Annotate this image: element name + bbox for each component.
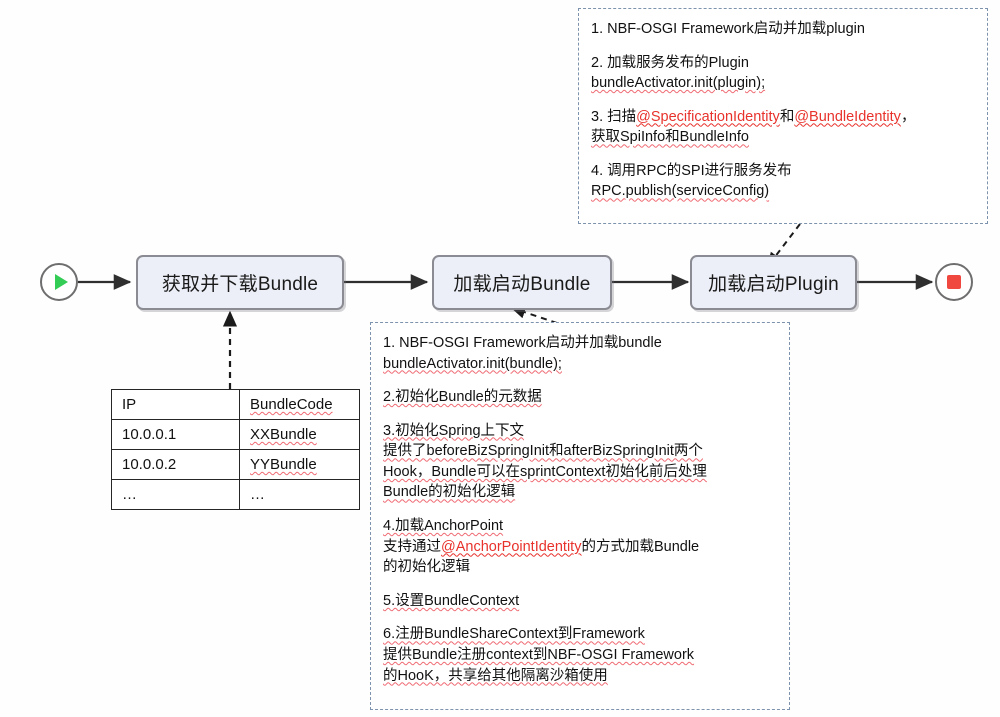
table-header-bundlecode: BundleCode: [239, 389, 360, 420]
bundle-item-6: 6.注册BundleShareContext到Framework 提供Bundle…: [383, 624, 777, 686]
bundle-item-3: 3.初始化Spring上下文提供了beforeBizSpringInit和aft…: [383, 421, 777, 503]
bundle-item-5: 5.设置BundleContext: [383, 591, 777, 612]
play-icon: [54, 274, 68, 290]
bundle-item-4-pre: 支持通过: [383, 538, 441, 555]
end-node: [935, 263, 973, 301]
annotation-anchor-point-identity: @AnchorPointIdentity: [441, 538, 582, 555]
process-label: 加载启动Plugin: [708, 274, 839, 295]
process-label: 加载启动Bundle: [453, 274, 591, 295]
bundle-item-4-post: 的方式加载Bundle: [581, 538, 700, 555]
bundle-item-6-rest: 提供Bundle注册context到NBF-OSGI Framework 的Ho…: [383, 646, 695, 684]
callout-item-3: 3. 扫描@SpecificationIdentity和@BundleIdent…: [591, 107, 975, 148]
bundle-item-3-lead: 3.初始化Spring上下文: [383, 422, 525, 439]
process-box-load-start-plugin[interactable]: 加载启动Plugin: [690, 255, 857, 310]
annotation-bundle-identity: @BundleIdentity: [794, 108, 901, 125]
bundle-table: IP BundleCode 10.0.0.1 XXBundle 10.0.0.2…: [111, 389, 360, 510]
table-row: … …: [111, 479, 360, 510]
table-cell-bundlecode: …: [239, 479, 360, 510]
stop-icon: [947, 275, 961, 289]
table-row: 10.0.0.1 XXBundle: [111, 419, 360, 450]
table-header-row: IP BundleCode: [111, 389, 360, 420]
callout-bundle-steps: 1. NBF-OSGI Framework启动并加载bundle bundleAc…: [370, 322, 790, 710]
bundle-item-3-rest: 提供了beforeBizSpringInit和afterBizSpringIni…: [383, 443, 707, 501]
callout-item-4: 4. 调用RPC的SPI进行服务发布 RPC.publish(serviceCon…: [591, 161, 975, 202]
start-node: [40, 263, 78, 301]
bundle-item-2-lead: 2.初始化Bundle的元数据: [383, 389, 542, 406]
process-label: 获取并下载Bundle: [161, 274, 319, 295]
table-cell-bundlecode: YYBundle: [239, 449, 360, 480]
callout-item-3-mid: 和: [779, 108, 795, 125]
table-header-ip: IP: [111, 389, 240, 420]
bundle-item-1-lead: 1. NBF-OSGI Framework启动并加载bundle: [383, 335, 662, 351]
callout-item-3-lead: 3. 扫描: [591, 108, 637, 125]
process-box-load-start-bundle[interactable]: 加载启动Bundle: [432, 255, 612, 310]
callout-item-4-code: RPC.publish(serviceConfig): [591, 183, 770, 200]
callout-item-3-tail: ，: [900, 108, 916, 125]
callout-item-1-lead: 1. NBF-OSGI Framework启动并加载plugin: [591, 21, 865, 37]
table-row: 10.0.0.2 YYBundle: [111, 449, 360, 480]
table-cell-ip: 10.0.0.1: [111, 419, 240, 450]
callout-item-2-code: bundleActivator.init(plugin);: [591, 75, 766, 92]
table-cell-ip: 10.0.0.2: [111, 449, 240, 480]
bundle-item-6-lead: 6.注册BundleShareContext到Framework: [383, 626, 645, 643]
callout-item-4-lead: 4. 调用RPC的SPI进行服务发布: [591, 162, 792, 179]
process-box-fetch-download-bundle[interactable]: 获取并下载Bundle: [136, 255, 344, 310]
table-cell-bundlecode: XXBundle: [239, 419, 360, 450]
table-cell-ip: …: [111, 479, 240, 510]
bundle-item-1-code: bundleActivator.init(bundle);: [383, 355, 562, 372]
bundle-item-1: 1. NBF-OSGI Framework启动并加载bundle bundleAc…: [383, 333, 777, 374]
bundle-item-2: 2.初始化Bundle的元数据: [383, 387, 777, 408]
callout-item-1: 1. NBF-OSGI Framework启动并加载plugin: [591, 19, 975, 40]
bundle-item-4-lead: 4.加载AnchorPoint: [383, 518, 504, 535]
annotation-specification-identity: @SpecificationIdentity: [636, 108, 780, 125]
callout-item-2: 2. 加载服务发布的Plugin bundleActivator.init(plu…: [591, 53, 975, 94]
callout-plugin-steps: 1. NBF-OSGI Framework启动并加载plugin 2. 加载服务…: [578, 8, 988, 224]
bundle-item-5-lead: 5.设置BundleContext: [383, 592, 520, 609]
callout-item-2-lead: 2. 加载服务发布的Plugin: [591, 54, 749, 71]
callout-item-3-rest: 获取SpiInfo和BundleInfo: [591, 129, 749, 146]
bundle-item-4-rest: 的初始化逻辑: [383, 559, 470, 576]
